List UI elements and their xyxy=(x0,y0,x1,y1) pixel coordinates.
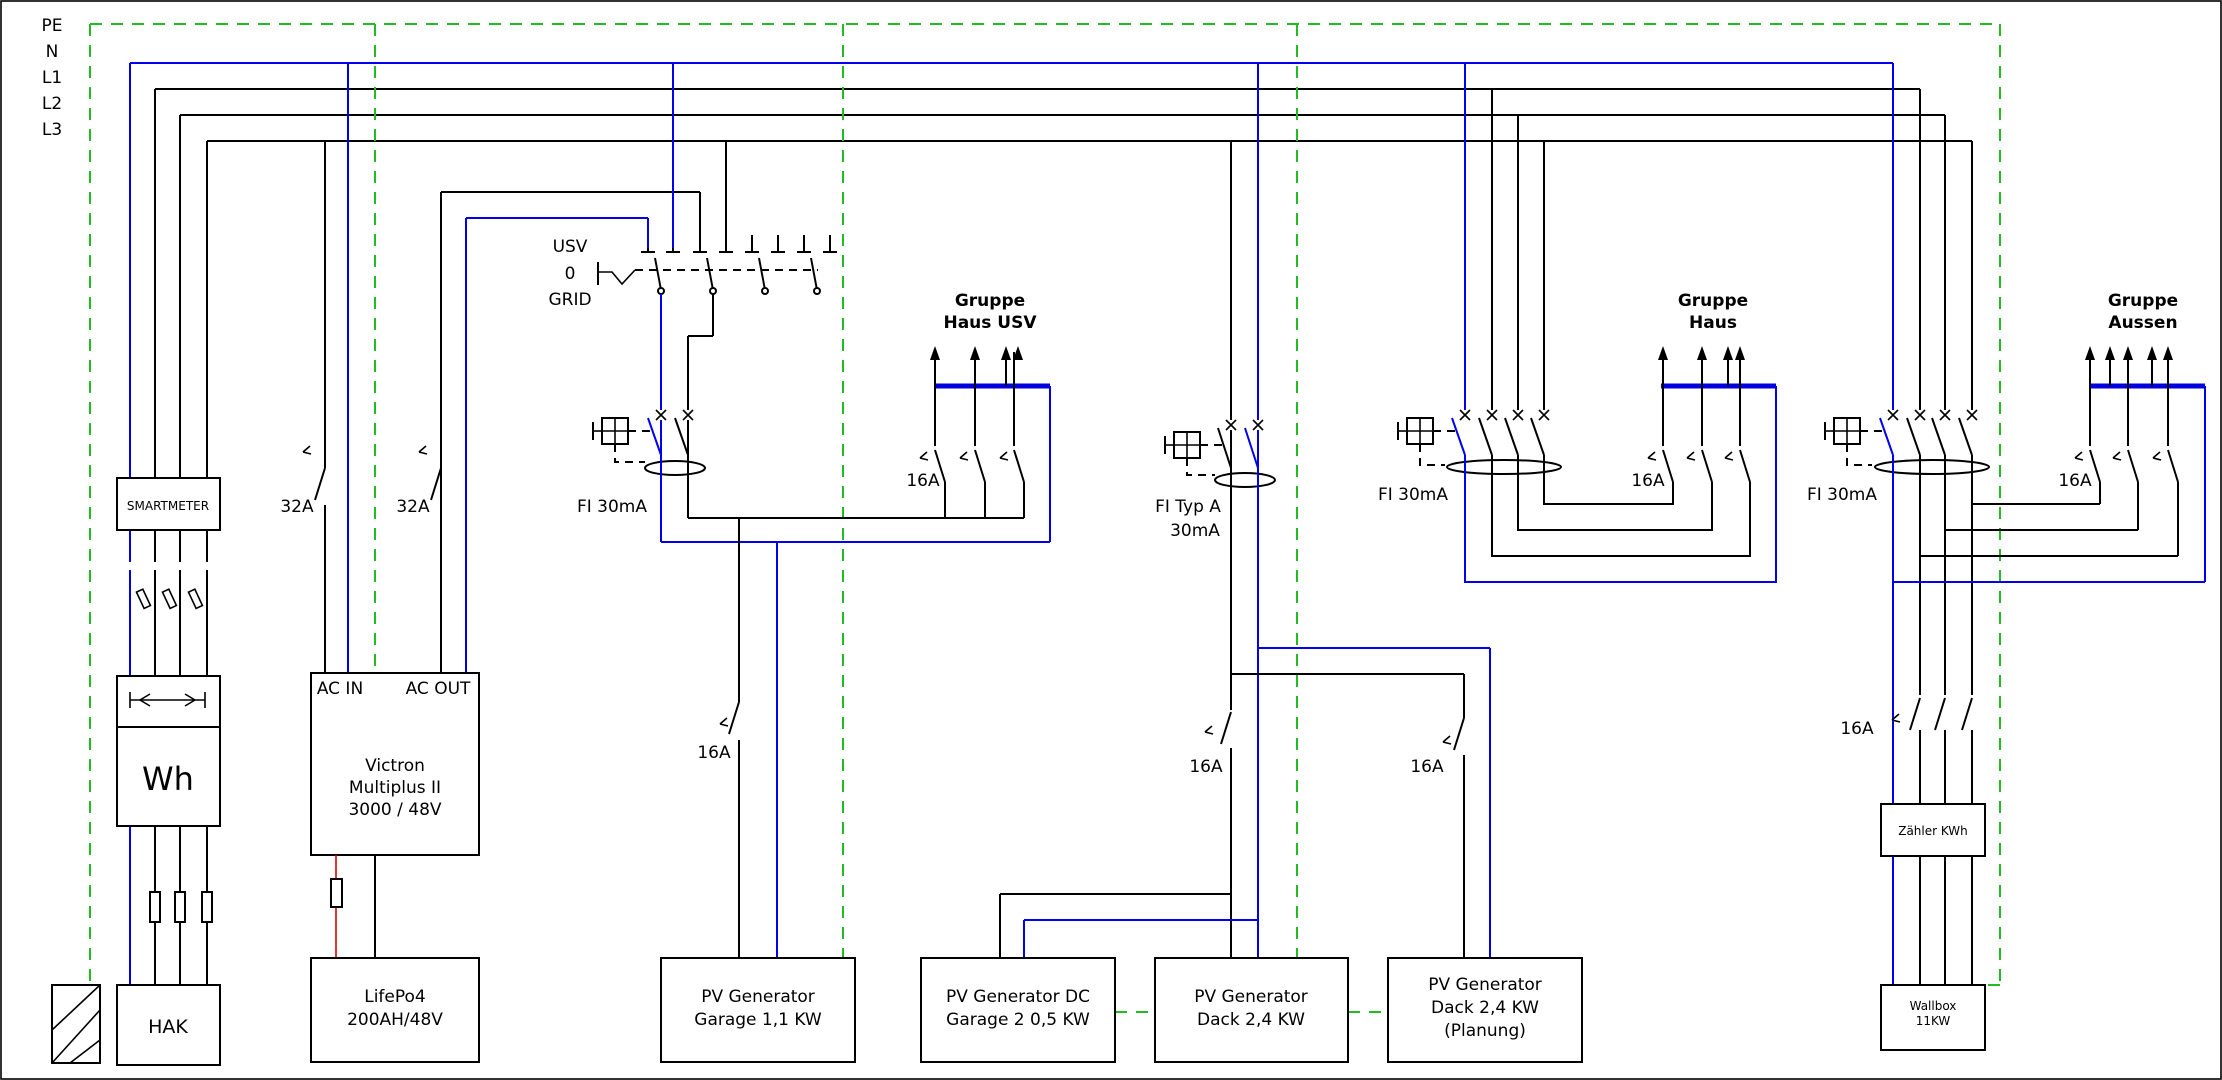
haus-group-breaker-rating: 16A xyxy=(1631,471,1665,491)
usv-switch: USV 0 GRID xyxy=(548,63,837,410)
pv-dach-label-line1: PV Generator xyxy=(1194,987,1308,1007)
grid-connection: SMARTMETER Wh HAK xyxy=(51,63,221,1066)
rcd-pv-label-line2: 30mA xyxy=(1170,521,1220,541)
pv-dach-box xyxy=(1154,957,1349,1063)
pv-dach-label-line2: Dack 2,4 KW xyxy=(1197,1010,1305,1030)
energy-meter-box xyxy=(116,675,221,827)
wallbox-label-line1: Wallbox xyxy=(1910,999,1957,1013)
victron-box xyxy=(310,672,480,856)
rcd-usv-label: FI 30mA xyxy=(577,497,647,517)
bus-labels: PE N L1 L2 L3 xyxy=(42,16,63,140)
pv-dach-plan-breaker-rating: 16A xyxy=(1410,757,1444,777)
ac-in-breaker-rating: 32A xyxy=(280,497,314,517)
victron-label-line2: Multiplus II xyxy=(349,778,441,798)
pv-garage1-label-line2: Garage 1,1 KW xyxy=(694,1010,822,1030)
earth-electrode-symbol xyxy=(51,984,101,1064)
pv-dach-plan-label-line2: Dack 2,4 KW xyxy=(1431,998,1539,1018)
wallbox-label-line2: 11KW xyxy=(1916,1014,1951,1028)
victron-ac-out-label: AC OUT xyxy=(406,679,471,699)
rcd-haus-label: FI 30mA xyxy=(1378,485,1448,505)
bus-label-n: N xyxy=(46,42,59,62)
pv-garage1-box xyxy=(660,957,856,1063)
bus-label-l1: L1 xyxy=(42,68,62,88)
usv-group-breaker-rating: 16A xyxy=(906,471,940,491)
victron-ac-in-label: AC IN xyxy=(317,679,363,699)
victron-label-line3: 3000 / 48V xyxy=(348,800,441,820)
smartmeter-label: SMARTMETER xyxy=(127,499,209,513)
pv-dach-plan-label-line3: (Planung) xyxy=(1444,1021,1526,1041)
switch-position-grid: GRID xyxy=(548,290,591,310)
group-haus-title-line1: Gruppe xyxy=(1678,291,1748,311)
rcd-pv-label-line1: FI Typ A xyxy=(1155,497,1221,517)
bus-label-pe: PE xyxy=(42,16,63,36)
aussen-distribution: FI 30mA 16A Gruppe Aussen xyxy=(1807,63,2206,1051)
pv-garage1-section: 16A PV Generator Garage 1,1 KW xyxy=(660,518,856,1063)
switch-position-0: 0 xyxy=(565,264,576,284)
switch-position-usv: USV xyxy=(553,237,588,257)
pv-garage2-box xyxy=(920,957,1116,1063)
ac-out-breaker-rating: 32A xyxy=(396,497,430,517)
wallbox-breaker-rating: 16A xyxy=(1840,719,1874,739)
pv-garage2-label-line1: PV Generator DC xyxy=(946,987,1090,1007)
zaehler-label: Zähler KWh xyxy=(1898,824,1968,838)
busbars xyxy=(90,23,2000,142)
battery-label-line2: 200AH/48V xyxy=(347,1010,443,1030)
bus-label-l3: L3 xyxy=(42,120,62,140)
pv-dach-breaker-rating: 16A xyxy=(1189,757,1223,777)
victron-label-line1: Victron xyxy=(365,756,425,776)
hak-label: HAK xyxy=(148,1016,188,1038)
group-haus-usv-title-line2: Haus USV xyxy=(943,313,1037,333)
battery-box xyxy=(310,957,480,1063)
group-aussen-title-line2: Aussen xyxy=(2108,313,2177,333)
victron-section: 32A 32A AC IN AC OUT Victron Multiplus I… xyxy=(280,63,701,1063)
smartmeter-box xyxy=(116,477,221,531)
hak-box xyxy=(116,984,221,1066)
pv-garage1-label-line1: PV Generator xyxy=(701,987,815,1007)
wallbox-box xyxy=(1880,984,1986,1051)
zaehler-box xyxy=(1880,803,1986,857)
energy-meter-label: Wh xyxy=(142,760,194,798)
pe-drops xyxy=(89,24,2001,1013)
battery-label-line1: LifePo4 xyxy=(364,987,426,1007)
pv-garage1-breaker-rating: 16A xyxy=(697,743,731,763)
pv-dach-plan-label-line1: PV Generator xyxy=(1428,975,1542,995)
aussen-group-breaker-rating: 16A xyxy=(2058,471,2092,491)
haus-distribution: FI 30mA 16A Gruppe Haus xyxy=(1378,63,1777,583)
usv-distribution: FI 30mA 16A Gruppe Haus USV xyxy=(577,291,1051,543)
group-haus-usv-title-line1: Gruppe xyxy=(955,291,1025,311)
group-haus-title-line2: Haus xyxy=(1689,313,1737,333)
pv-section: FI Typ A 30mA 16A 16A PV Generator DC Ga… xyxy=(920,63,1583,1063)
rcd-aussen-label: FI 30mA xyxy=(1807,485,1877,505)
group-aussen-title-line1: Gruppe xyxy=(2108,291,2178,311)
bus-label-l2: L2 xyxy=(42,94,62,114)
pv-dach-plan-box xyxy=(1387,957,1583,1063)
pv-garage2-label-line2: Garage 2 0,5 KW xyxy=(946,1010,1090,1030)
